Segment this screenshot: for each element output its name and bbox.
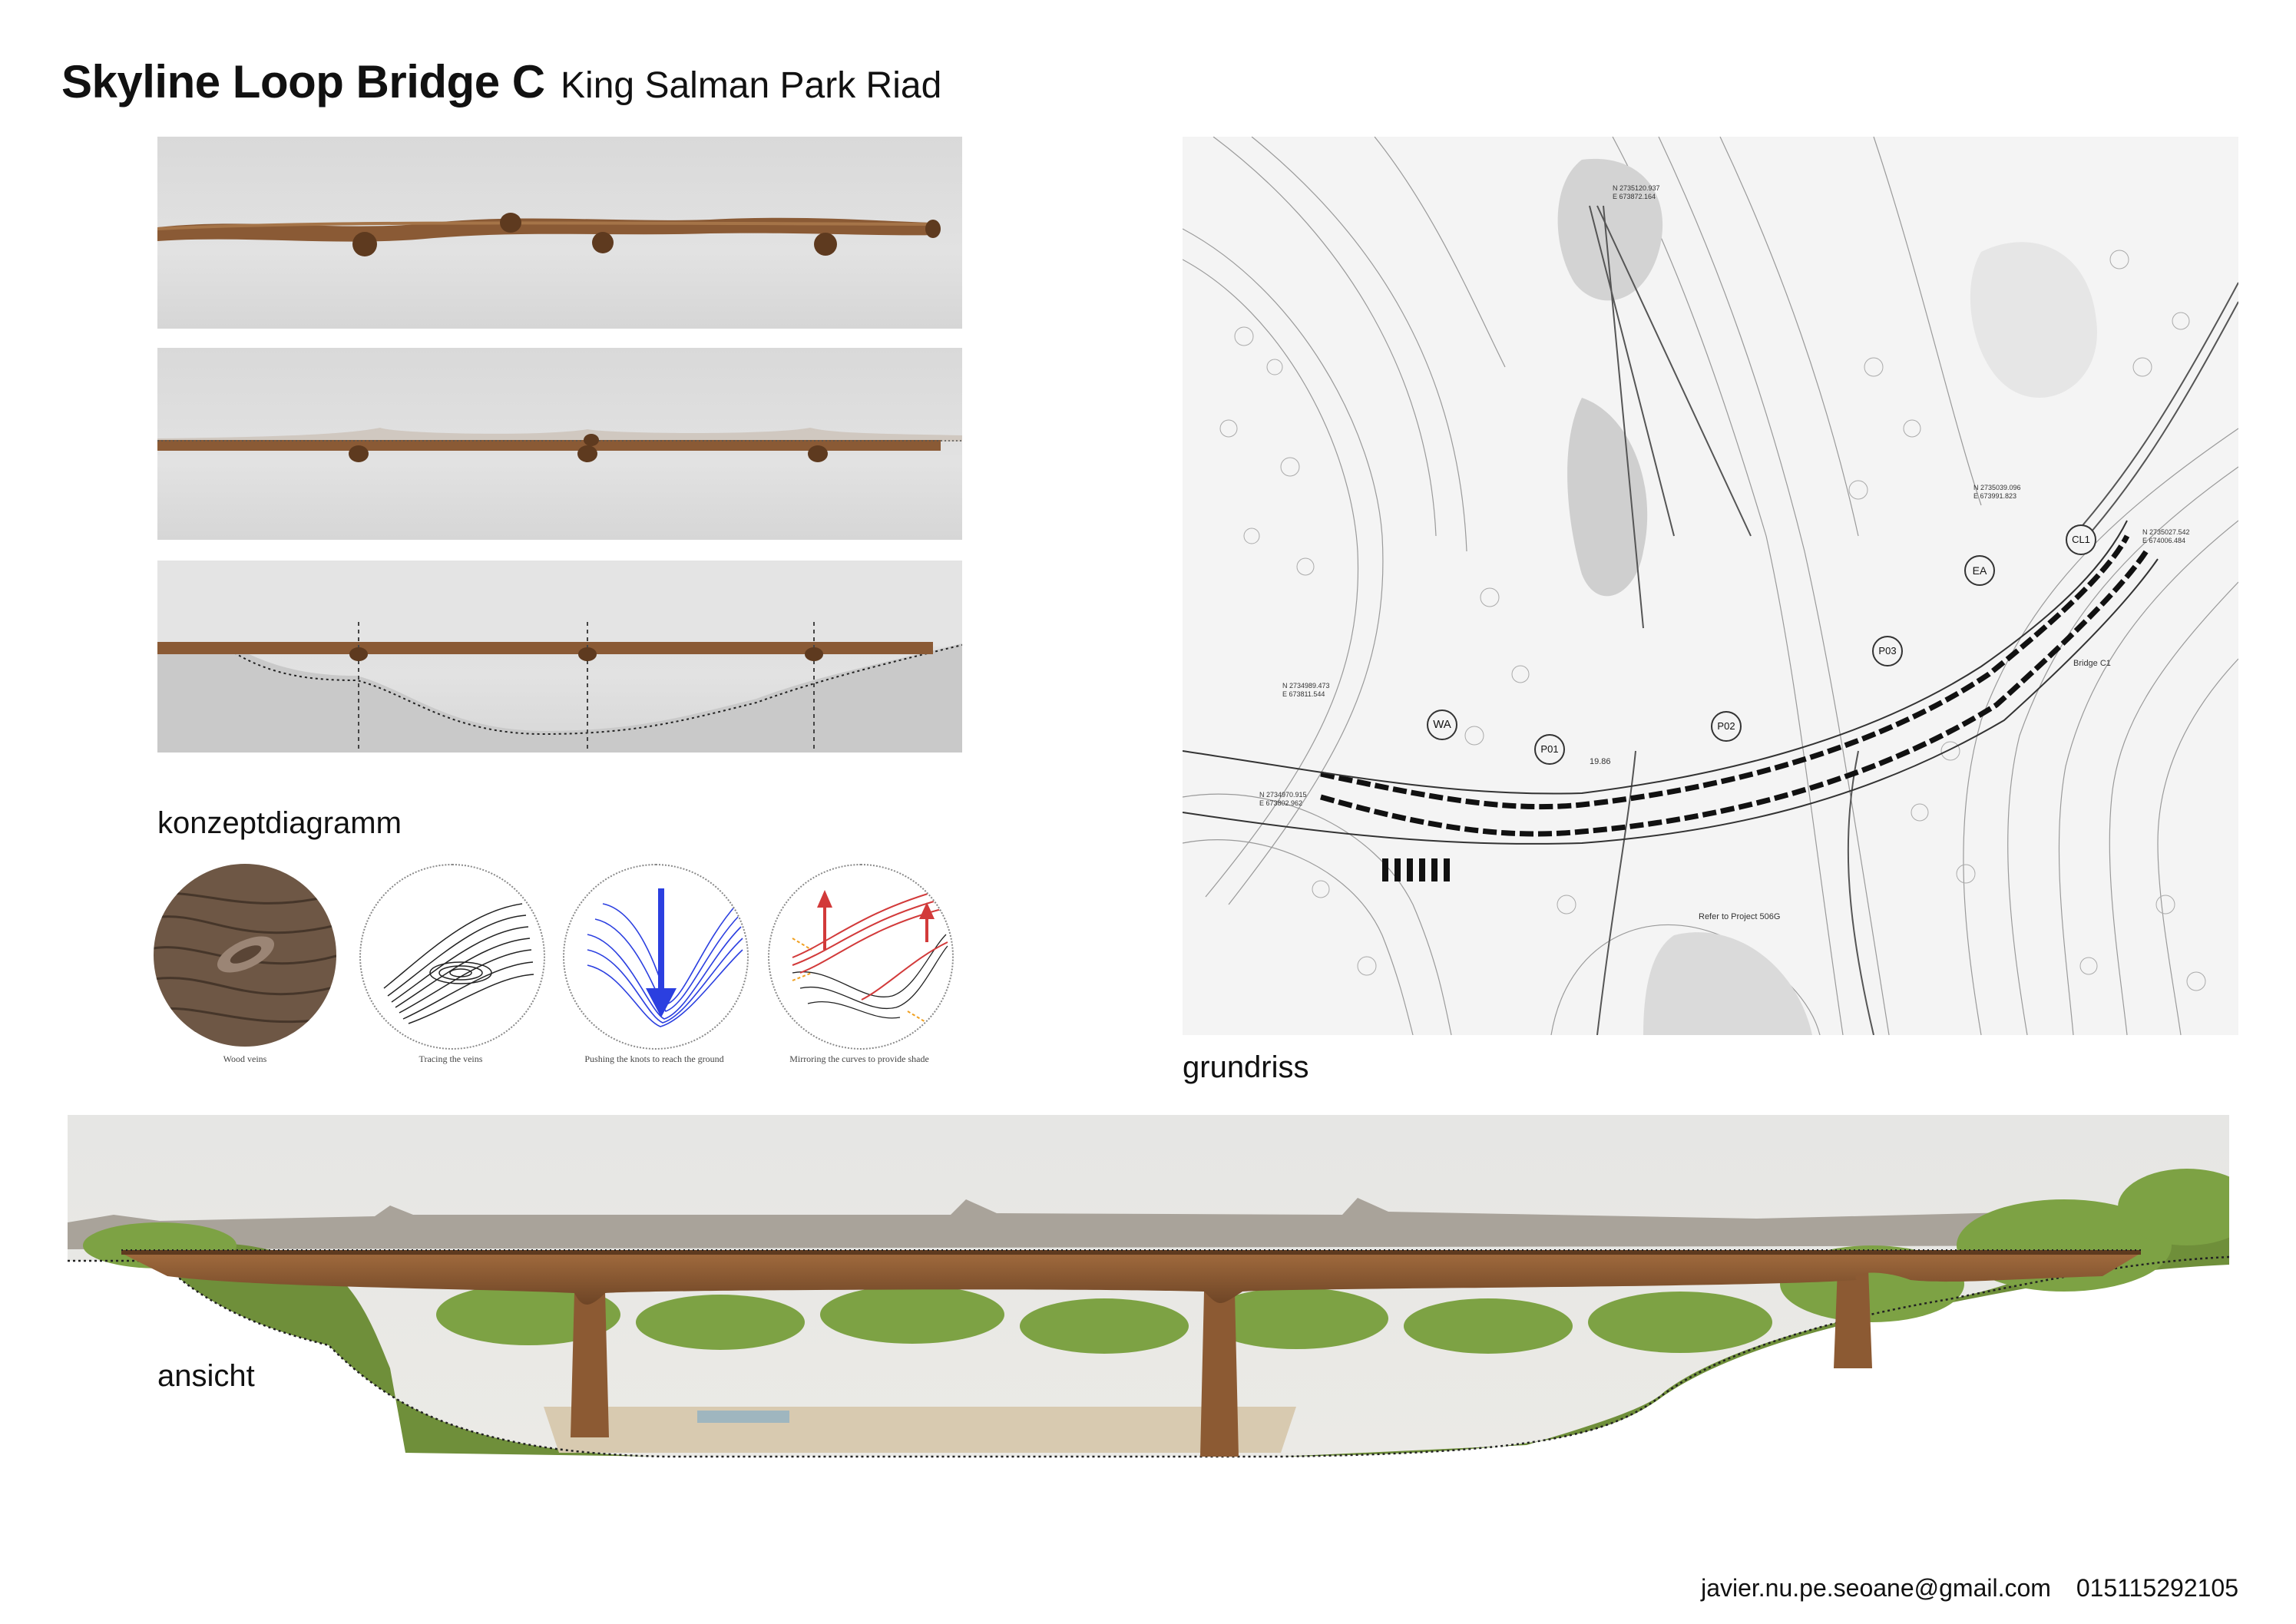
marker-p02: P02	[1711, 711, 1742, 742]
coord-right: N 2735027.542 E 674006.484	[2142, 528, 2190, 544]
blue-contours-graphic	[587, 888, 743, 1027]
site-plan-drawing: WA P01 P02 P03 EA CL1 Bridge C1 Refer to…	[1183, 137, 2238, 1035]
coord-top: N 2735120.937 E 673872.164	[1613, 184, 1660, 200]
marker-cl1: CL1	[2066, 524, 2096, 555]
elevation-graphic	[68, 1115, 2229, 1514]
red-contours-arrows-icon	[768, 864, 954, 1050]
branch-flattened-panel	[157, 348, 962, 540]
branch-photo-panel	[157, 137, 962, 329]
branch-image	[157, 213, 941, 256]
contour-lines-icon	[359, 864, 545, 1050]
branch-profile-image	[157, 561, 962, 752]
caption-mirroring-curves: Mirroring the curves to provide shade	[789, 1053, 929, 1064]
page-title: Skyline Loop Bridge C King Salman Park R…	[61, 55, 941, 108]
red-contours-graphic	[792, 888, 948, 1024]
section-label-grundriss: grundriss	[1183, 1050, 1309, 1084]
project-title: Skyline Loop Bridge C	[61, 56, 545, 107]
coord-left-lower: N 2734970.915 E 673802.962	[1259, 791, 1307, 807]
bridge-elevation-render	[68, 1115, 2229, 1514]
wood-texture-icon	[154, 864, 336, 1047]
caption-pushing-knots: Pushing the knots to reach the ground	[584, 1053, 724, 1064]
wood-texture-graphic	[154, 864, 336, 1047]
annotation-level: 19.86	[1590, 757, 1611, 766]
caption-wood-veins: Wood veins	[223, 1053, 267, 1064]
contact-info: javier.nu.pe.seoane@gmail.com 0151152921…	[1701, 1574, 2238, 1603]
contact-email[interactable]: javier.nu.pe.seoane@gmail.com	[1701, 1574, 2051, 1602]
branch-profile-panel	[157, 561, 962, 752]
contact-phone[interactable]: 015115292105	[2076, 1574, 2238, 1602]
annotation-refer: Refer to Project 506G	[1699, 912, 1781, 921]
annotation-bridge-c1: Bridge C1	[2073, 659, 2111, 668]
site-plan-graphic	[1183, 137, 2238, 1035]
marker-wa: WA	[1427, 709, 1457, 740]
marker-p03: P03	[1872, 636, 1903, 666]
blue-contours-arrow-icon	[563, 864, 749, 1050]
section-label-ansicht: ansicht	[157, 1359, 255, 1393]
project-subtitle: King Salman Park Riad	[561, 65, 942, 106]
coord-left-upper: N 2734989.473 E 673811.544	[1282, 682, 1330, 698]
coord-right-upper: N 2735039.096 E 673991.823	[1973, 484, 2021, 500]
caption-tracing-veins: Tracing the veins	[419, 1053, 483, 1064]
branch-flattened-image	[157, 428, 962, 462]
marker-ea: EA	[1964, 555, 1995, 586]
contour-lines-graphic	[383, 903, 534, 1024]
marker-p01: P01	[1534, 734, 1565, 765]
section-label-konzeptdiagramm: konzeptdiagramm	[157, 806, 402, 840]
